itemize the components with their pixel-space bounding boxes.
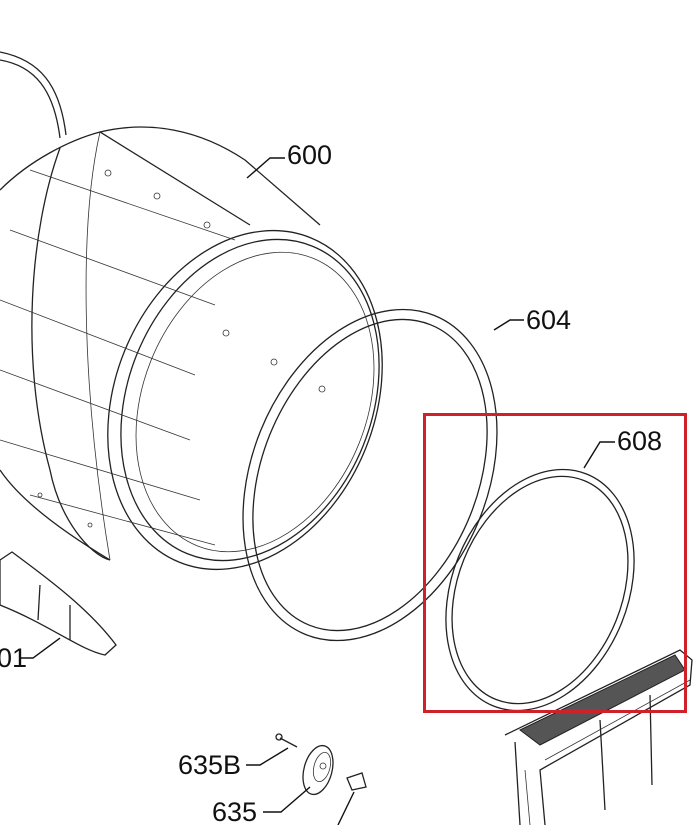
leader-600 [246, 157, 285, 179]
label-600: 600 [287, 140, 333, 170]
label-635b: 635B [178, 750, 242, 780]
leader-635 [263, 786, 311, 813]
seal-608 [445, 468, 635, 712]
label-608: 608 [617, 426, 663, 456]
leader-608 [583, 441, 615, 469]
drum-600 [0, 126, 383, 571]
belt [0, 51, 67, 139]
screw-635b [275, 733, 298, 748]
baffle-601 [0, 551, 117, 656]
label-601: 01 [0, 643, 28, 673]
highlight-box [423, 413, 687, 713]
leader-601 [20, 637, 61, 659]
label-635: 635 [212, 797, 258, 827]
roller-635 [302, 744, 367, 825]
leader-635b [246, 747, 289, 766]
label-604: 604 [526, 305, 572, 335]
leader-604 [493, 319, 524, 331]
